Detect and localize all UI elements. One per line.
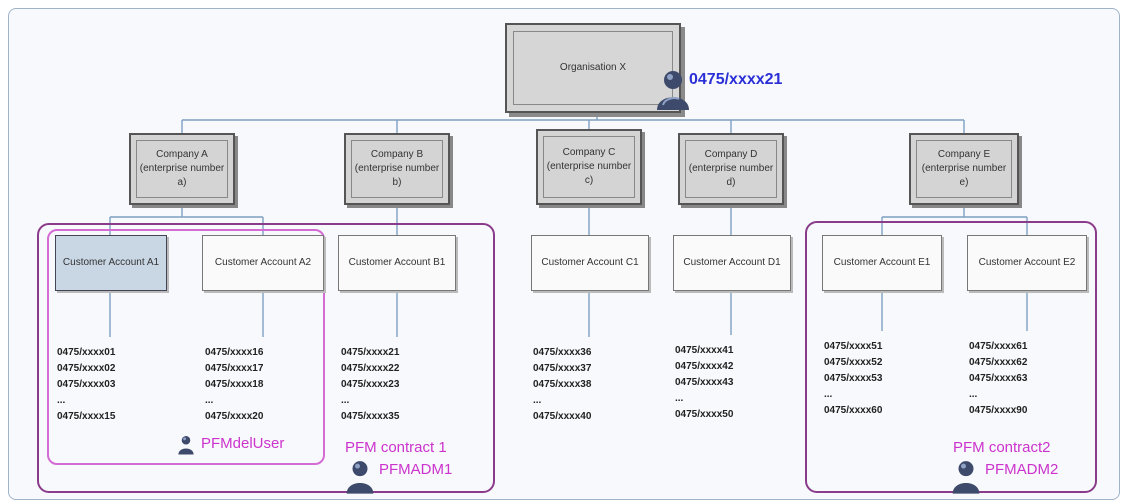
company-d-node: Company D (enterprise number d) (678, 133, 784, 205)
customer-account-c1-label: Customer Account C1 (541, 257, 639, 268)
user-icon (952, 461, 980, 494)
pfm-contract-2-label: PFM contract2 (953, 439, 1051, 456)
customer-account-d1-label: Customer Account D1 (683, 257, 781, 268)
company-e-node: Company E (enterprise number e) (909, 133, 1019, 205)
numbers-a2: 0475/xxxx16 0475/xxxx17 0475/xxxx18 ... … (205, 347, 264, 422)
pfm-contract-2-admin: PFMADM2 (985, 461, 1059, 478)
customer-account-e1: Customer Account E1 (822, 235, 942, 291)
numbers-c1: 0475/xxxx36 0475/xxxx37 0475/xxxx38 ... … (533, 347, 592, 422)
diagram-canvas: Organisation X 0475/xxxx21 Company A (en… (8, 8, 1120, 500)
numbers-d1: 0475/xxxx41 0475/xxxx42 0475/xxxx43 ... … (675, 345, 734, 420)
company-b-label: Company B (enterprise number b) (351, 140, 443, 198)
customer-account-b1: Customer Account B1 (338, 235, 456, 291)
customer-account-e1-label: Customer Account E1 (833, 257, 931, 268)
company-c-label: Company C (enterprise number c) (543, 136, 635, 198)
company-a-label: Company A (enterprise number a) (136, 140, 228, 198)
pfm-contract-2-group (805, 221, 1097, 493)
company-d-label: Company D (enterprise number d) (685, 140, 777, 198)
pfm-deluser-label: PFMdelUser (201, 435, 285, 452)
organisation-admin-number: 0475/xxxx21 (689, 71, 783, 88)
user-icon (657, 71, 689, 110)
numbers-e2: 0475/xxxx61 0475/xxxx62 0475/xxxx63 ... … (969, 341, 1028, 416)
pfm-deluser-group (47, 229, 325, 465)
customer-account-b1-label: Customer Account B1 (348, 257, 446, 268)
user-icon (178, 435, 194, 455)
customer-account-c1: Customer Account C1 (531, 235, 649, 291)
customer-account-e2-label: Customer Account E2 (978, 257, 1076, 268)
numbers-a1: 0475/xxxx01 0475/xxxx02 0475/xxxx03 ... … (57, 347, 116, 422)
company-e-label: Company E (enterprise number e) (916, 140, 1012, 198)
pfm-contract-1-admin: PFMADM1 (379, 461, 453, 478)
organisation-label: Organisation X (513, 31, 673, 105)
customer-account-d1: Customer Account D1 (673, 235, 791, 291)
company-b-node: Company B (enterprise number b) (344, 133, 450, 205)
organisation-node: Organisation X (505, 23, 681, 113)
pfm-contract-1-label: PFM contract 1 (345, 439, 447, 456)
numbers-b1: 0475/xxxx21 0475/xxxx22 0475/xxxx23 ... … (341, 347, 400, 422)
pfm-contract-1-group (37, 223, 495, 493)
user-icon (346, 461, 374, 494)
customer-account-e2: Customer Account E2 (967, 235, 1087, 291)
numbers-e1: 0475/xxxx51 0475/xxxx52 0475/xxxx53 ... … (824, 341, 883, 416)
customer-account-a1-label: Customer Account A1 (62, 257, 160, 268)
company-c-node: Company C (enterprise number c) (536, 129, 642, 205)
customer-account-a1: Customer Account A1 (55, 235, 167, 291)
connector-lines (109, 111, 1028, 337)
customer-account-a2-label: Customer Account A2 (214, 257, 312, 268)
company-a-node: Company A (enterprise number a) (129, 133, 235, 205)
customer-account-a2: Customer Account A2 (202, 235, 324, 291)
